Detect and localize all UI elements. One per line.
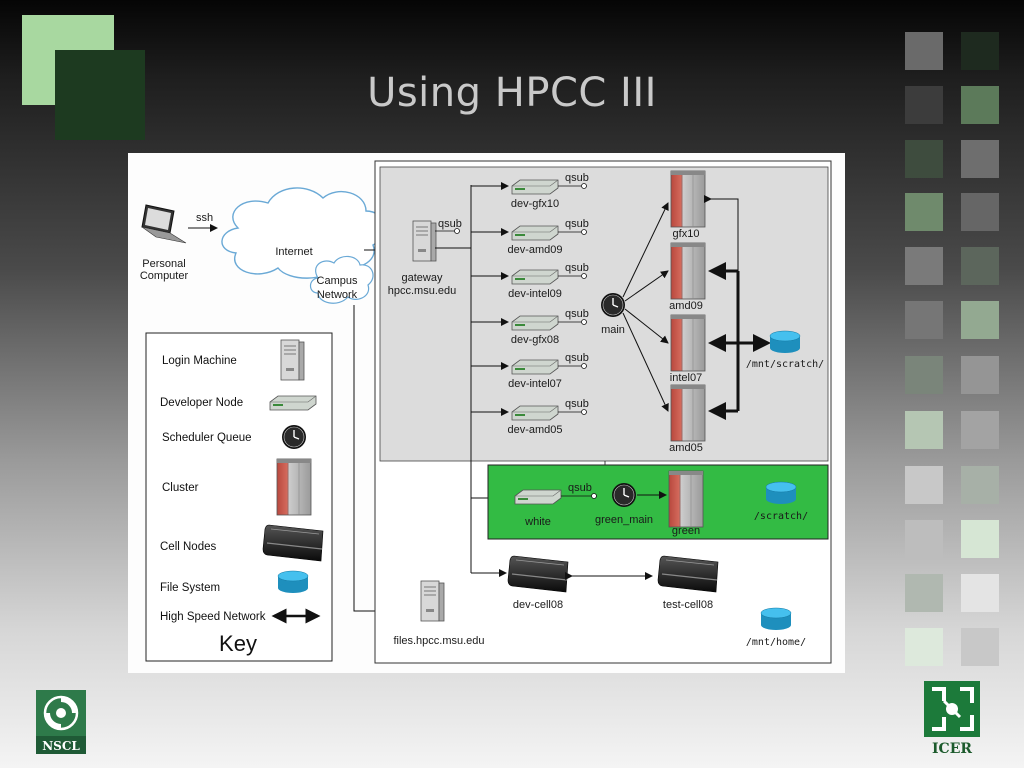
laptop-icon [141,204,187,244]
icer-logo: ICER [922,681,982,757]
dev-node-label: dev-intel09 [508,288,562,300]
campus-network-label-2: Network [317,289,358,301]
dev-node-dev-amd09 [511,225,559,241]
high-speed-network [704,195,771,420]
qsub-label: qsub [565,398,589,410]
white-dev-node-icon [514,489,562,505]
dev-node-dev-gfx10 [511,179,559,195]
personal-computer-label: Personal [142,258,185,270]
gateway-server-icon [412,220,437,262]
cluster-amd09 [670,242,706,300]
key-cluster-icon [276,458,312,516]
campus-network-label: Campus [317,275,358,287]
dev-node-label: dev-intel07 [508,378,562,390]
dev-node-label: dev-gfx10 [511,198,559,210]
green-main-clock-icon [611,482,637,508]
slide-title: Using HPCC III [367,70,657,116]
cell-node-label: test-cell08 [663,599,713,611]
key-scheduler-clock-icon [281,424,307,450]
files-server-label: files.hpcc.msu.edu [393,635,484,647]
dev-node-label: dev-amd09 [507,244,562,256]
gateway-host-label: hpcc.msu.edu [388,285,456,297]
mnt-home-label: /mnt/home/ [746,637,806,648]
qsub-label: qsub [565,172,589,184]
mnt-home-disk-icon [760,607,792,631]
key-cell-node-icon [262,524,324,562]
main-scheduler-label: main [601,324,625,336]
dev-node-label: dev-amd05 [507,424,562,436]
cluster-label: intel07 [670,372,702,384]
campus-network-cloud [309,255,374,304]
internet-cloud [221,187,386,279]
key-item-label: File System [160,582,220,594]
mnt-scratch-label: /mnt/scratch/ [746,359,824,370]
cluster-intel07 [670,314,706,372]
dev-node-dev-intel09 [511,269,559,285]
cluster-label: gfx10 [673,228,700,240]
key-item-label: Developer Node [160,397,243,409]
key-developer-node-icon [269,395,317,411]
mnt-scratch-disk-icon [769,330,801,354]
cell-node-label: dev-cell08 [513,599,563,611]
gateway-qsub-label: qsub [438,218,462,230]
qsub-label: qsub [565,308,589,320]
green-cluster-icon [668,470,704,528]
key-item-label: Cluster [162,482,199,494]
dev-node-dev-amd05 [511,405,559,421]
qsub-label: qsub [565,352,589,364]
white-qsub-label: qsub [568,482,592,494]
green-main-label: green_main [595,514,653,526]
files-server-icon [420,580,445,622]
dev-node-label: dev-gfx08 [511,334,559,346]
cluster-label: amd05 [669,442,703,454]
svg-text:ICER: ICER [932,741,972,757]
key-item-label: Cell Nodes [160,541,216,553]
main-cluster-zone [379,166,829,462]
cell-node-dev-cell08-icon [507,555,569,593]
decor-square-dark [55,50,145,140]
key-file-system-disk-icon [277,570,309,594]
key-title: Key [219,631,257,656]
white-node-label: white [524,516,551,528]
main-scheduler-clock-icon [600,292,626,318]
key-item-label: High Speed Network [160,611,266,623]
qsub-label: qsub [565,262,589,274]
dev-node-dev-intel07 [511,359,559,375]
scratch-label: /scratch/ [754,511,808,522]
cluster-gfx10 [670,170,706,228]
cell-node-test-cell08-icon [657,555,719,593]
nscl-logo: NSCL [36,690,86,754]
gateway-label: gateway [402,272,443,284]
key-login-machine-icon [280,339,305,381]
hpcc-network-diagram: Personal Computer ssh Internet Campus Ne… [128,153,845,673]
dev-node-dev-gfx08 [511,315,559,331]
internet-label: Internet [275,246,312,258]
cluster-amd05 [670,384,706,442]
ssh-label: ssh [196,212,213,224]
personal-computer-label-2: Computer [140,270,189,282]
qsub-label: qsub [565,218,589,230]
green-cluster-label: green [672,525,700,537]
scratch-disk-icon [765,481,797,505]
svg-text:NSCL: NSCL [42,739,80,753]
cluster-label: amd09 [669,300,703,312]
key-item-label: Scheduler Queue [162,432,252,444]
key-item-label: Login Machine [162,355,237,367]
qsub-stub [558,183,587,415]
